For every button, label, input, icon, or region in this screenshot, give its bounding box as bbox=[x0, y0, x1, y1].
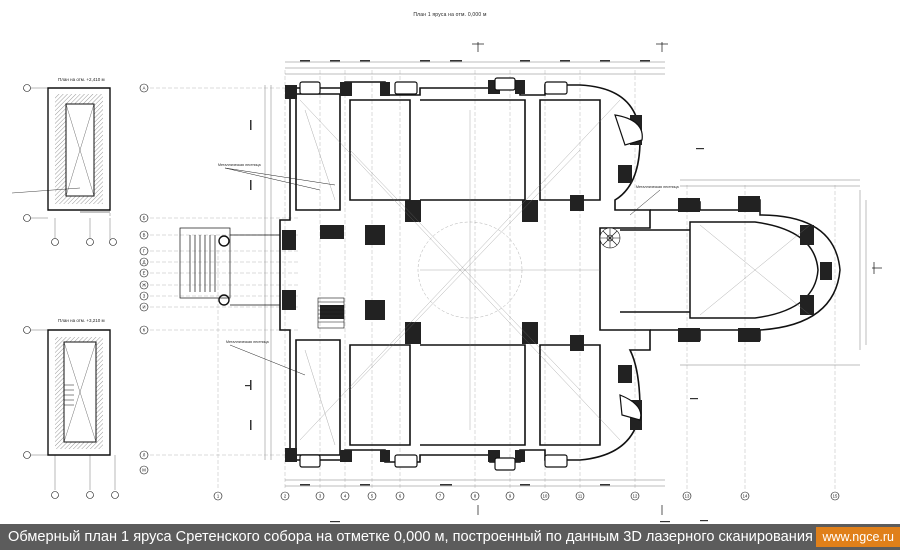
note-leaders bbox=[224, 167, 661, 376]
note-label-east: Металлическая лестница bbox=[636, 185, 679, 189]
bottom-axis-marker-label: 1 bbox=[217, 494, 220, 499]
altar-walls bbox=[678, 196, 832, 342]
bottom-axis-marker: 13 bbox=[682, 491, 692, 501]
bottom-axis-marker-label: 10 bbox=[543, 494, 548, 499]
left-axis-marker-label: В bbox=[143, 233, 146, 238]
bottom-axis-marker: 12 bbox=[630, 491, 640, 501]
left-axis-marker-label: Д bbox=[143, 260, 146, 265]
left-axis-marker: В bbox=[139, 230, 149, 240]
inset-top-plan bbox=[11, 87, 111, 240]
left-axis-marker: З bbox=[139, 291, 149, 301]
apse-bumps bbox=[299, 77, 643, 471]
left-axis-marker: К bbox=[139, 325, 149, 335]
left-axis-marker: М bbox=[139, 465, 149, 475]
dimension-ticks bbox=[245, 60, 708, 523]
left-axis-markers: А Б В Г Д Е Ж З И К Л М bbox=[139, 83, 149, 475]
bottom-axis-marker-label: 7 bbox=[439, 494, 442, 499]
left-axis-marker-label: А bbox=[143, 86, 146, 91]
bottom-axis-marker-label: 5 bbox=[371, 494, 374, 499]
left-axis-marker: Е bbox=[139, 268, 149, 278]
left-axis-marker-label: И bbox=[142, 305, 145, 310]
axis-grid bbox=[150, 70, 836, 490]
bottom-axis-marker: 2 bbox=[280, 491, 290, 501]
bottom-axis-marker-label: 8 bbox=[474, 494, 477, 499]
bottom-axis-marker-label: 6 bbox=[399, 494, 402, 499]
bottom-axis-marker: 5 bbox=[367, 491, 377, 501]
bottom-axis-marker: 9 bbox=[505, 491, 515, 501]
bottom-axis-marker: 15 bbox=[830, 491, 840, 501]
bottom-axis-marker-label: 12 bbox=[633, 494, 638, 499]
left-axis-marker: А bbox=[139, 83, 149, 93]
left-axis-marker: И bbox=[139, 302, 149, 312]
left-axis-marker: Д bbox=[139, 257, 149, 267]
bottom-axis-marker: 3 bbox=[315, 491, 325, 501]
drawing-title: План 1 яруса на отм. 0,000 м bbox=[413, 12, 487, 18]
left-axis-marker: Ж bbox=[139, 280, 149, 290]
left-axis-marker-label: Б bbox=[143, 216, 146, 221]
bottom-axis-marker: 8 bbox=[470, 491, 480, 501]
left-axis-marker-label: Ж bbox=[142, 283, 146, 288]
dimension-lines bbox=[264, 61, 867, 487]
left-axis-marker: Б bbox=[139, 213, 149, 223]
bottom-axis-marker-label: 4 bbox=[344, 494, 347, 499]
left-axis-marker-label: Е bbox=[143, 271, 146, 276]
bottom-axis-marker: 11 bbox=[575, 491, 585, 501]
main-walls bbox=[279, 81, 651, 463]
bottom-axis-marker-label: 9 bbox=[509, 494, 512, 499]
wall-masses bbox=[282, 80, 642, 462]
bottom-axis-marker-label: 14 bbox=[743, 494, 748, 499]
inset-axis-bubbles bbox=[23, 84, 119, 499]
survey-diagonals bbox=[299, 99, 811, 446]
note-label-top: Металлическая лестница bbox=[218, 163, 261, 167]
interior-stair bbox=[317, 297, 345, 329]
spiral-stair bbox=[599, 227, 621, 249]
left-axis-marker: Л bbox=[139, 450, 149, 460]
inset-bottom-plan bbox=[30, 329, 116, 490]
bottom-axis-marker: 14 bbox=[740, 491, 750, 501]
left-axis-marker-label: К bbox=[143, 328, 146, 333]
bottom-axis-marker: 4 bbox=[340, 491, 350, 501]
left-axis-marker-label: З bbox=[143, 294, 146, 299]
inset-top-title: План на отм. +2,410 м bbox=[58, 77, 105, 82]
caption-bar: Обмерный план 1 яруса Сретенского собора… bbox=[0, 524, 900, 550]
bottom-axis-marker-label: 11 bbox=[578, 494, 583, 499]
left-axis-marker-label: Г bbox=[143, 249, 146, 254]
left-axis-marker: Г bbox=[139, 246, 149, 256]
bottom-axis-marker-label: 15 bbox=[833, 494, 838, 499]
caption-site-link[interactable]: www.ngce.ru bbox=[816, 527, 900, 547]
bottom-axis-marker: 6 bbox=[395, 491, 405, 501]
inset-bottom-title: План на отм. +3,210 м bbox=[58, 318, 105, 323]
bottom-axis-marker-label: 3 bbox=[319, 494, 322, 499]
bottom-axis-marker: 10 bbox=[540, 491, 550, 501]
section-markers bbox=[472, 42, 882, 515]
caption-text: Обмерный план 1 яруса Сретенского собора… bbox=[8, 529, 813, 545]
bottom-axis-marker: 1 bbox=[213, 491, 223, 501]
left-axis-marker-label: Л bbox=[143, 453, 146, 458]
bottom-axis-marker: 7 bbox=[435, 491, 445, 501]
floor-plan-drawing: Металлическая лестница Металлическая лес… bbox=[11, 42, 882, 523]
bottom-axis-marker-label: 2 bbox=[284, 494, 287, 499]
bottom-axis-marker-label: 13 bbox=[685, 494, 690, 499]
altar-apse bbox=[620, 199, 841, 341]
left-axis-marker-label: М bbox=[142, 468, 146, 473]
note-label-bottom: Металлическая лестница bbox=[226, 340, 269, 344]
entrance-porch bbox=[179, 227, 280, 306]
